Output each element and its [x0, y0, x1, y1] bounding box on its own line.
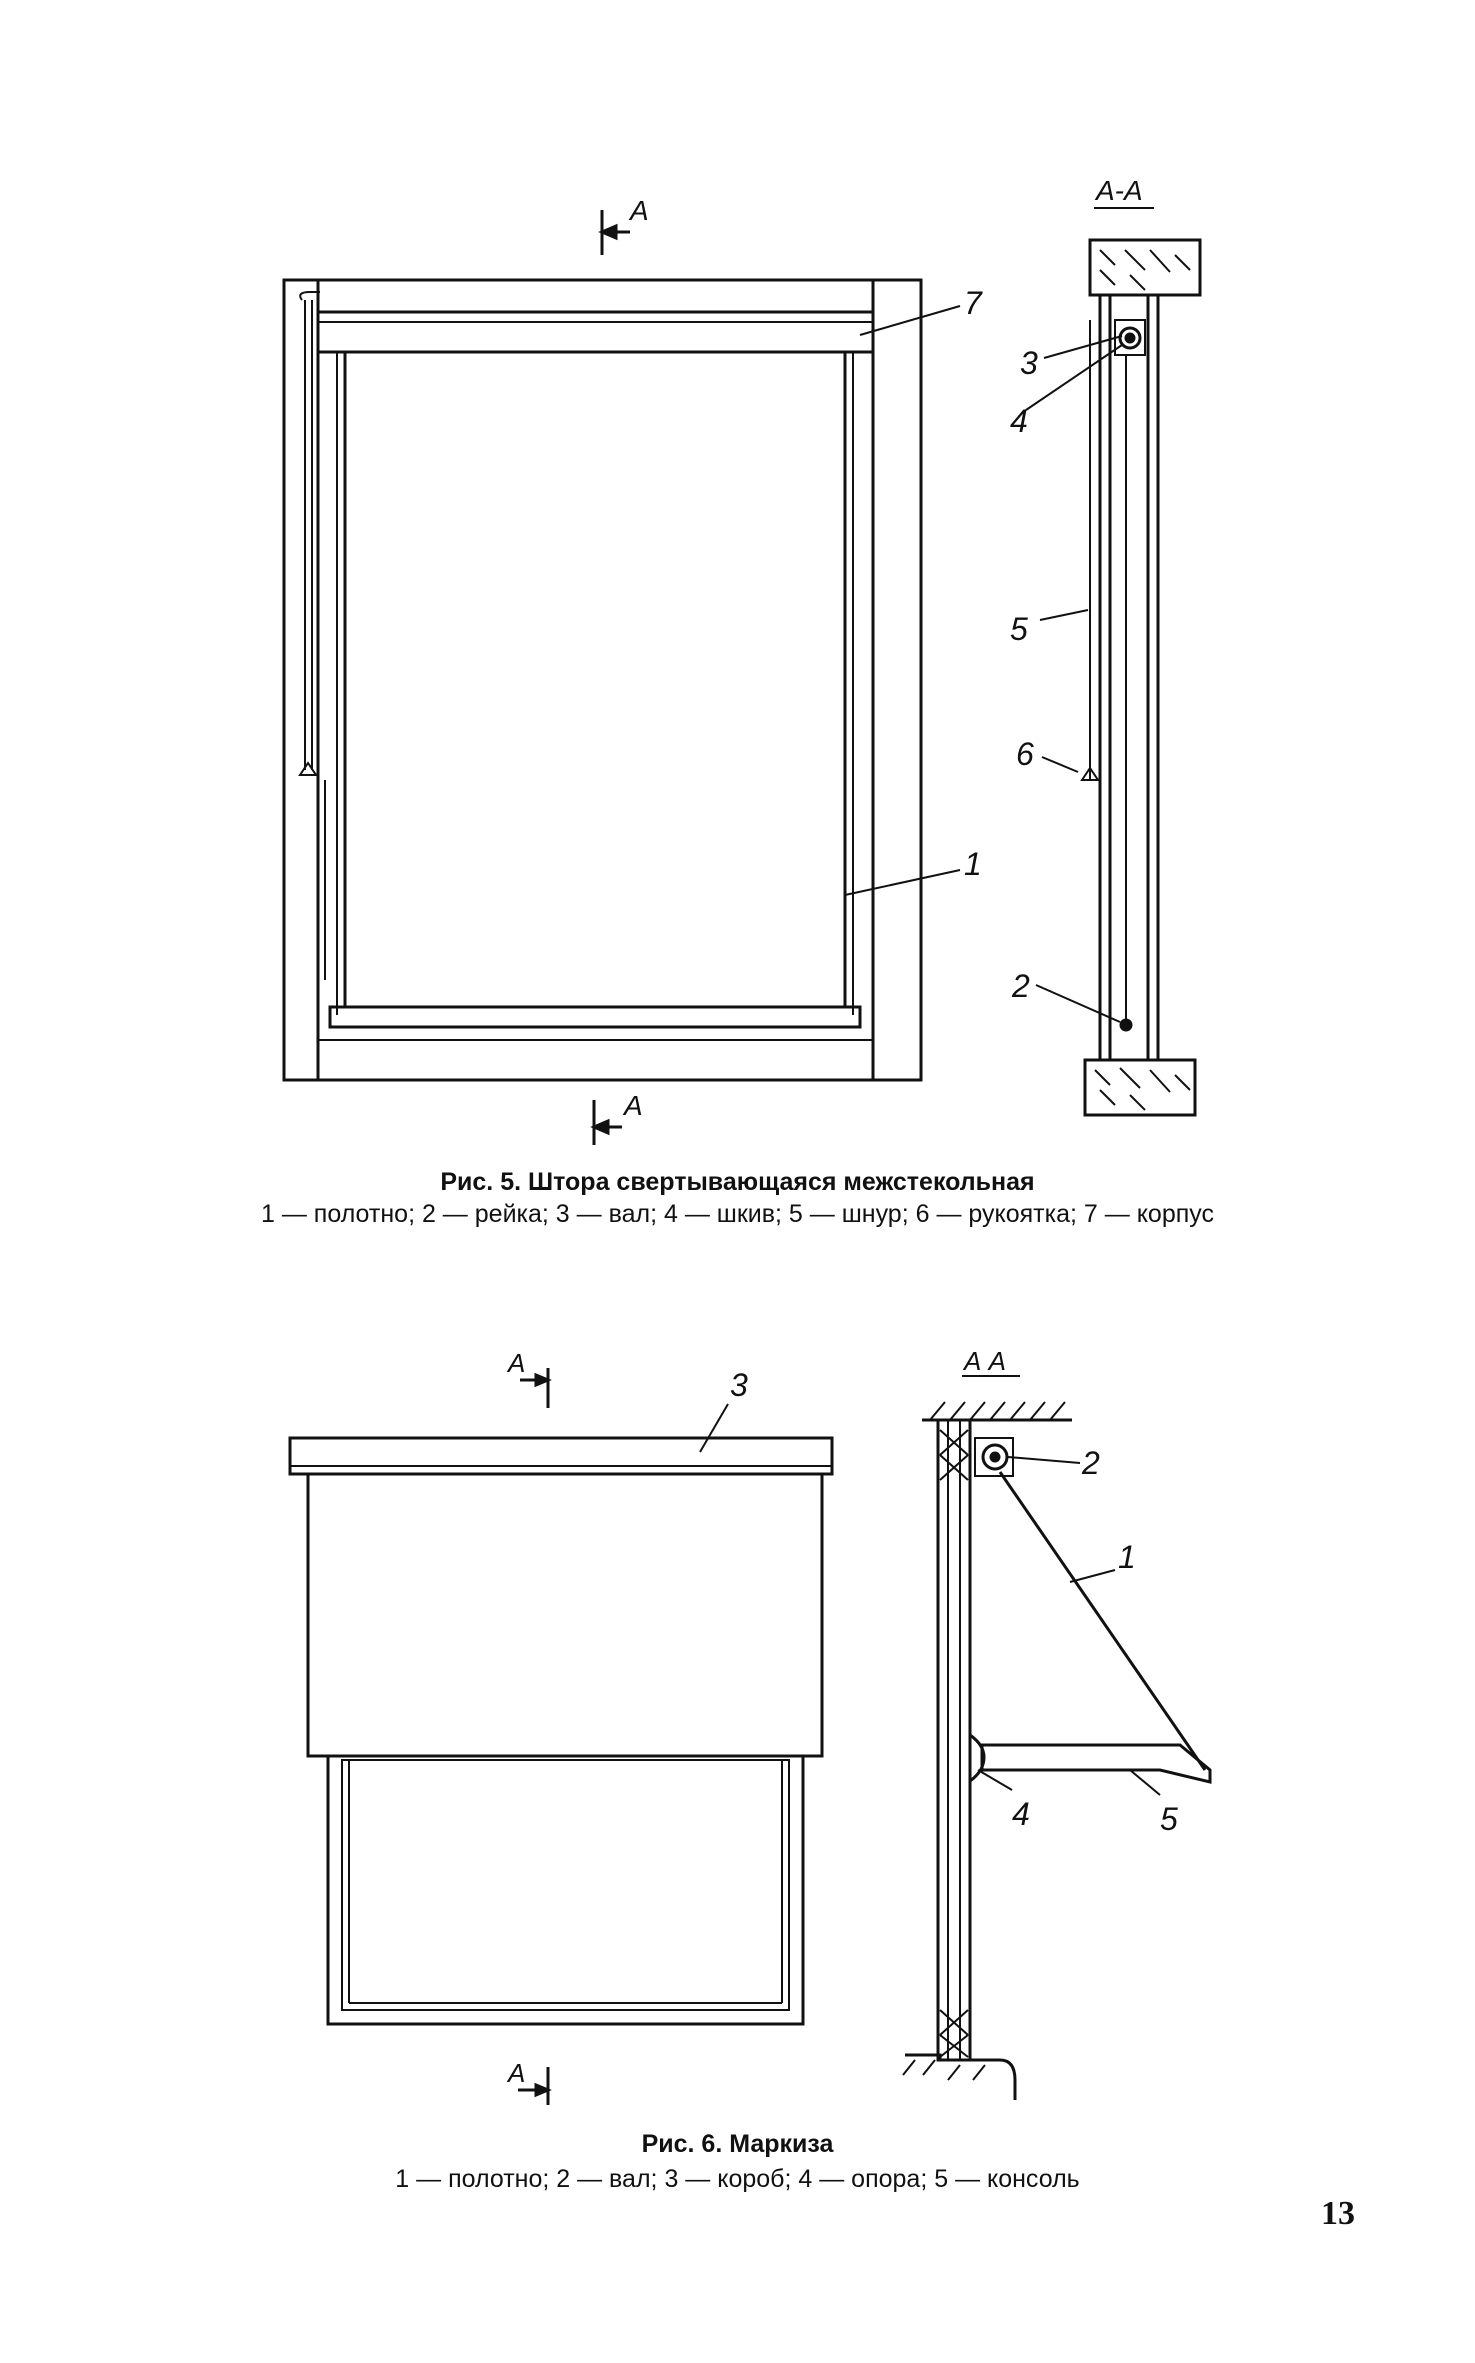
- fig6-window-inner: [341, 1759, 790, 2011]
- fig5-section-handle: [1080, 766, 1100, 781]
- fig6-section-view-label: А А: [962, 1346, 1006, 1376]
- fig6-callout-3: 3: [730, 1367, 748, 1403]
- fig5-section-rail: [1119, 1018, 1133, 1032]
- fig5-section-top-wall: [1088, 238, 1202, 297]
- fig6-section-mark-bottom: A: [506, 2058, 525, 2088]
- figure-6-drawing: A A А А 3 2 1 4 5: [288, 1346, 1212, 2105]
- fig5-section-view-label: A-A: [1094, 175, 1143, 206]
- fig5-caption-title: Рис. 5. Штора свертывающаяся межстекольн…: [440, 1168, 1035, 1196]
- fig5-callout-4: 4: [1010, 403, 1028, 439]
- fig6-awning-fabric: [306, 1472, 824, 1758]
- fig6-shaft: [981, 1443, 1009, 1471]
- fig6-caption-title: Рис. 6. Маркиза: [641, 2130, 834, 2158]
- page-number: 13: [1321, 2195, 1355, 2232]
- fig6-callout-2: 2: [1081, 1445, 1100, 1481]
- fig5-callout-3: 3: [1020, 345, 1038, 381]
- fig5-section-mark-top: A: [628, 195, 649, 226]
- fig5-section-mark-bottom: A: [622, 1090, 643, 1121]
- fig5-callout-2: 2: [1011, 968, 1030, 1004]
- fig5-callout-1: 1: [964, 846, 982, 882]
- fig5-shaft: [1118, 326, 1142, 350]
- fig5-callout-6: 6: [1016, 736, 1034, 772]
- fig6-wall-section: [936, 1418, 972, 2062]
- fig5-cord: [299, 291, 320, 770]
- fig5-callout-5: 5: [1010, 611, 1028, 647]
- fig6-support: [969, 1733, 986, 1783]
- fig6-window-frame: [326, 1754, 805, 2026]
- fig5-bottom-rail: [328, 1005, 862, 1029]
- fig5-outer-frame: [282, 278, 923, 1082]
- fig6-caption-legend: 1 — полотно; 2 — вал; 3 — короб; 4 — опо…: [395, 2165, 1080, 2193]
- fig5-handle: [298, 761, 318, 776]
- fig5-callout-7: 7: [964, 285, 983, 321]
- fig6-section-fabric: [998, 1471, 1207, 1771]
- fig6-box: [288, 1436, 834, 1476]
- fig6-callout-5: 5: [1160, 1801, 1178, 1837]
- fig6-console: [980, 1743, 1212, 1784]
- fig6-section-mark-top: A: [506, 1348, 525, 1378]
- fig6-callout-4: 4: [1012, 1796, 1030, 1832]
- fig5-section-bottom-wall: [1083, 1058, 1197, 1117]
- figure-5-drawing: A A A-A 7 1 3 4: [282, 175, 1202, 1145]
- fig5-caption-legend: 1 — полотно; 2 — рейка; 3 — вал; 4 — шки…: [261, 1200, 1214, 1228]
- fig6-callout-1: 1: [1118, 1539, 1136, 1575]
